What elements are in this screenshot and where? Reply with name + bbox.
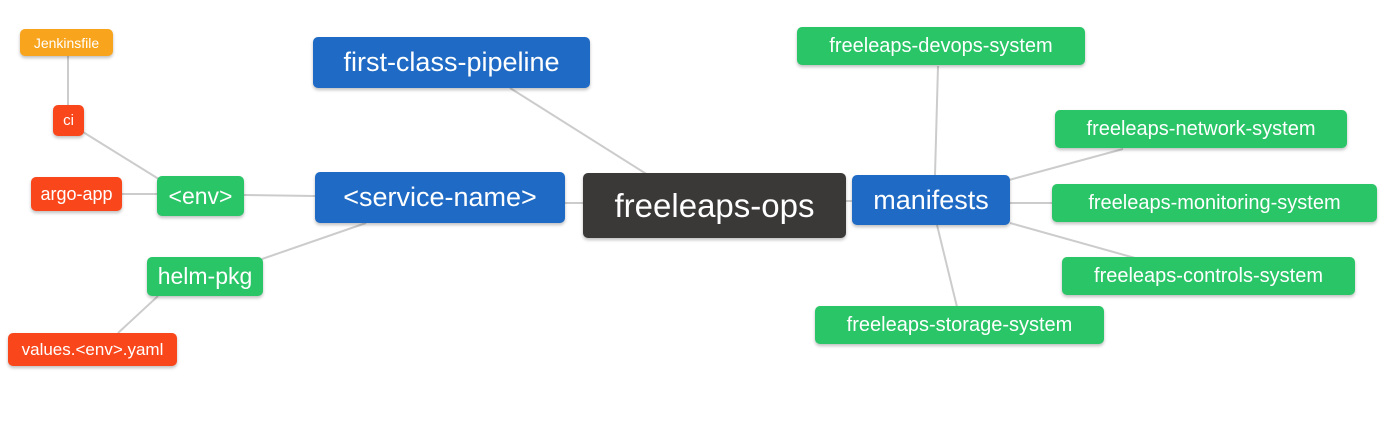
node-label: ci <box>63 112 74 129</box>
edge-manifests-network <box>1008 148 1124 181</box>
node-manifests[interactable]: manifests <box>852 175 1010 225</box>
node-env[interactable]: <env> <box>157 176 244 216</box>
node-label: freeleaps-monitoring-system <box>1088 191 1341 214</box>
node-first-class-pipeline[interactable]: first-class-pipeline <box>313 37 590 88</box>
node-freeleaps-ops-root[interactable]: freeleaps-ops <box>583 173 846 238</box>
node-label: freeleaps-devops-system <box>829 34 1053 57</box>
edge-env-service-name <box>243 194 316 197</box>
edge-manifests-controls <box>1009 222 1136 259</box>
node-values-env-yaml[interactable]: values.<env>.yaml <box>8 333 177 366</box>
node-freeleaps-controls-system[interactable]: freeleaps-controls-system <box>1062 257 1355 295</box>
node-label: <env> <box>168 182 233 209</box>
node-label: values.<env>.yaml <box>21 339 164 359</box>
node-helm-pkg[interactable]: helm-pkg <box>147 257 263 296</box>
edge-pipeline-freeleaps-ops <box>509 87 649 176</box>
edge-ci-env <box>82 131 163 182</box>
node-label: Jenkinsfile <box>33 34 100 51</box>
edge-values-helm-pkg <box>117 295 159 334</box>
node-freeleaps-network-system[interactable]: freeleaps-network-system <box>1055 110 1347 148</box>
edge-helm-pkg-service-name <box>261 222 367 260</box>
node-label: first-class-pipeline <box>343 47 560 77</box>
edge-manifests-devops <box>934 65 939 176</box>
node-label: freeleaps-ops <box>614 186 815 224</box>
node-service-name[interactable]: <service-name> <box>315 172 565 223</box>
node-label: <service-name> <box>343 182 537 212</box>
node-argo-app[interactable]: argo-app <box>31 177 122 211</box>
node-label: argo-app <box>40 183 113 204</box>
node-freeleaps-storage-system[interactable]: freeleaps-storage-system <box>815 306 1104 344</box>
node-label: freeleaps-network-system <box>1086 117 1316 140</box>
node-label: manifests <box>873 184 989 215</box>
node-label: helm-pkg <box>157 263 253 289</box>
edge-manifests-storage <box>936 224 958 308</box>
node-jenkinsfile[interactable]: Jenkinsfile <box>20 29 113 56</box>
node-label: freeleaps-storage-system <box>846 313 1073 336</box>
node-freeleaps-devops-system[interactable]: freeleaps-devops-system <box>797 27 1085 65</box>
node-label: freeleaps-controls-system <box>1094 264 1323 287</box>
node-ci[interactable]: ci <box>53 105 84 136</box>
node-freeleaps-monitoring-system[interactable]: freeleaps-monitoring-system <box>1052 184 1377 222</box>
